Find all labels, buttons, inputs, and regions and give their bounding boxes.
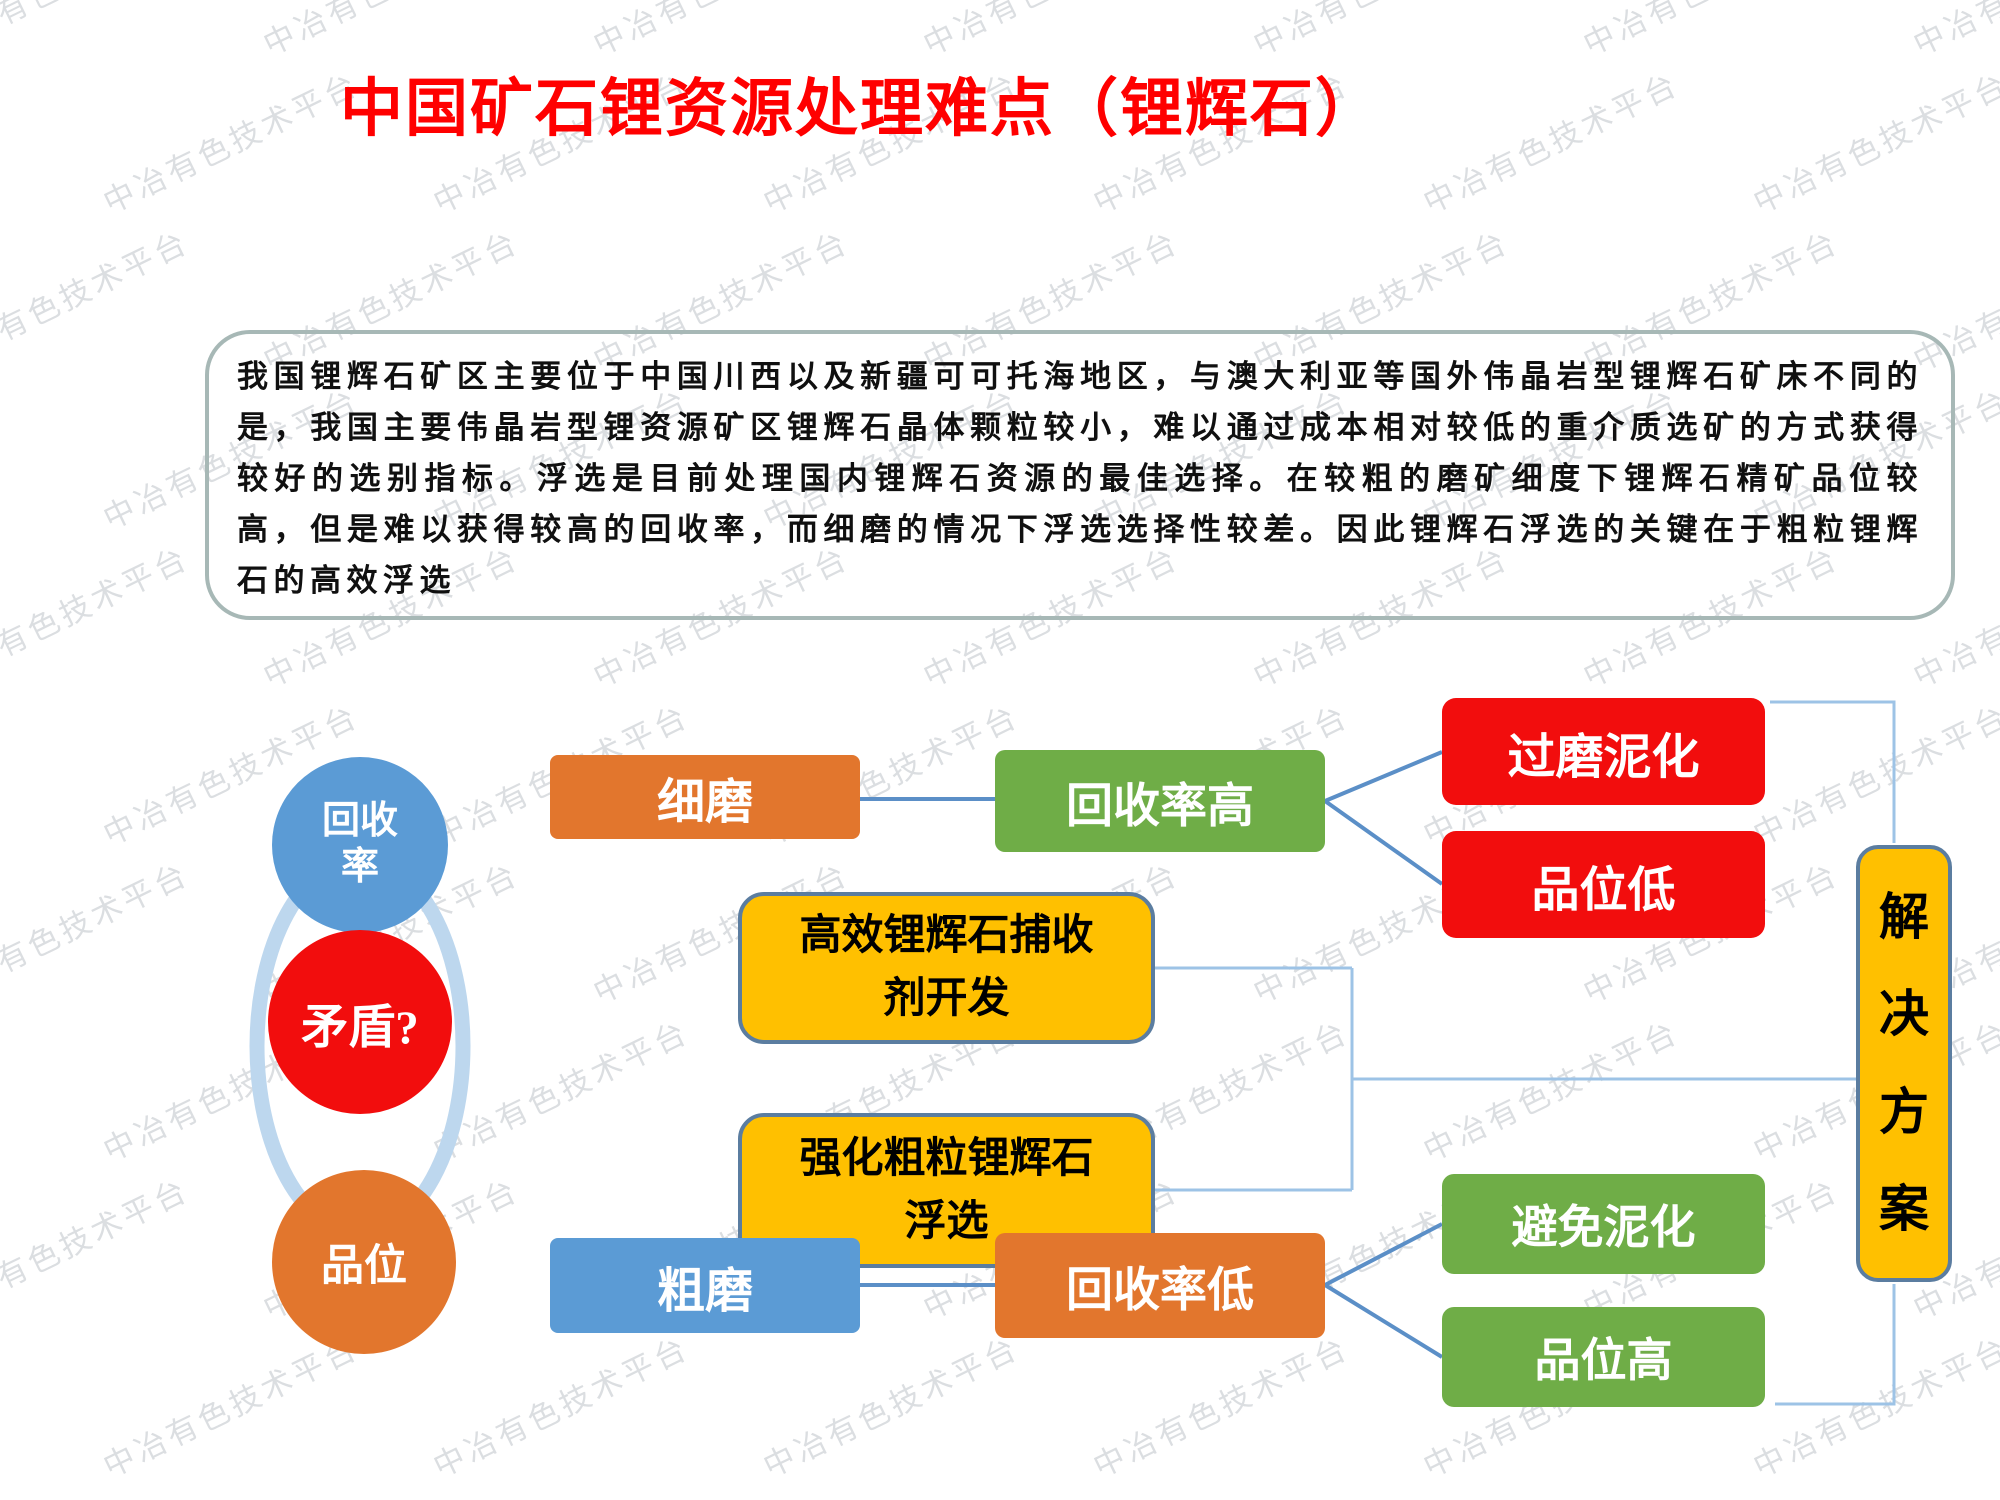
box-coarse-grinding: 粗磨 [550,1238,860,1333]
box-solution-coarse-flotation-label: 强化粗粒锂辉石浮选 [799,1135,1094,1245]
watermark-text: 中冶有色技术平台 [1574,0,1845,64]
watermark-text: 中冶有色技术平台 [0,540,195,695]
box-low-grade: 品位低 [1442,831,1765,938]
watermark-text: 中冶有色技术平台 [1904,0,2000,64]
watermark-text: 中冶有色技术平台 [1747,698,2000,853]
watermark-text: 中冶有色技术平台 [1087,1330,1355,1485]
watermark-text: 中冶有色技术平台 [0,856,195,1011]
cycle-circle-recovery-label: 回收率 [321,800,398,888]
watermark-text: 中冶有色技术平台 [97,1330,365,1485]
box-high-recovery: 回收率高 [995,750,1325,852]
box-high-grade-label: 品位高 [1534,1335,1673,1386]
watermark-text: 中冶有色技术平台 [0,1172,195,1327]
watermark-text: 中冶有色技术平台 [1747,1330,2000,1485]
cycle-circle-conflict-label: 矛盾? [301,1001,419,1054]
watermark-text: 中冶有色技术平台 [1747,66,2000,221]
box-fine-grinding-label: 细磨 [656,776,753,829]
watermark-text: 中冶有色技术平台 [427,1330,695,1485]
watermark-text: 中冶有色技术平台 [1417,1014,1685,1169]
watermark-text: 中冶有色技术平台 [427,1014,695,1169]
box-solution-collector: 高效锂辉石捕收剂开发 [738,892,1155,1044]
page-title: 中国矿石锂资源处理难点（锂辉石） [340,74,1380,144]
cycle-circle-grade-label: 品位 [321,1243,407,1290]
box-high-grade: 品位高 [1442,1307,1765,1407]
watermark-text: 中冶有色技术平台 [0,224,195,379]
box-fine-grinding: 细磨 [550,755,860,839]
watermark-text: 中冶有色技术平台 [757,1330,1025,1485]
box-solution-bar: 解决方案 [1856,845,1952,1282]
box-high-recovery-label: 回收率高 [1066,780,1254,833]
watermark-text: 中冶有色技术平台 [254,0,525,64]
box-avoid-sliming-label: 避免泥化 [1511,1202,1696,1253]
box-overgrinding-sliming: 过磨泥化 [1442,698,1765,805]
box-low-recovery: 回收率低 [995,1233,1325,1338]
intro-text: 我国锂辉石矿区主要位于中国川西以及新疆可可托海地区，与澳大利亚等国外伟晶岩型锂辉… [237,359,1923,598]
box-low-recovery-label: 回收率低 [1066,1265,1254,1317]
watermark-text: 中冶有色技术平台 [1244,0,1515,64]
box-low-grade-label: 品位低 [1531,863,1676,917]
box-avoid-sliming: 避免泥化 [1442,1174,1765,1274]
box-coarse-grinding-label: 粗磨 [656,1264,753,1318]
cycle-circle-grade: 品位 [272,1170,456,1354]
box-overgrinding-sliming-label: 过磨泥化 [1507,730,1700,784]
watermark-text: 中冶有色技术平台 [584,0,855,64]
cycle-circle-recovery: 回收率 [272,757,448,933]
watermark-text: 中冶有色技术平台 [914,0,1185,64]
intro-box: 我国锂辉石矿区主要位于中国川西以及新疆可可托海地区，与澳大利亚等国外伟晶岩型锂辉… [205,330,1955,620]
box-solution-bar-label: 解决方案 [1879,888,1929,1238]
box-solution-collector-label: 高效锂辉石捕收剂开发 [799,913,1094,1022]
cycle-circle-conflict: 矛盾? [268,930,452,1114]
watermark-text: 中冶有色技术平台 [0,0,196,64]
